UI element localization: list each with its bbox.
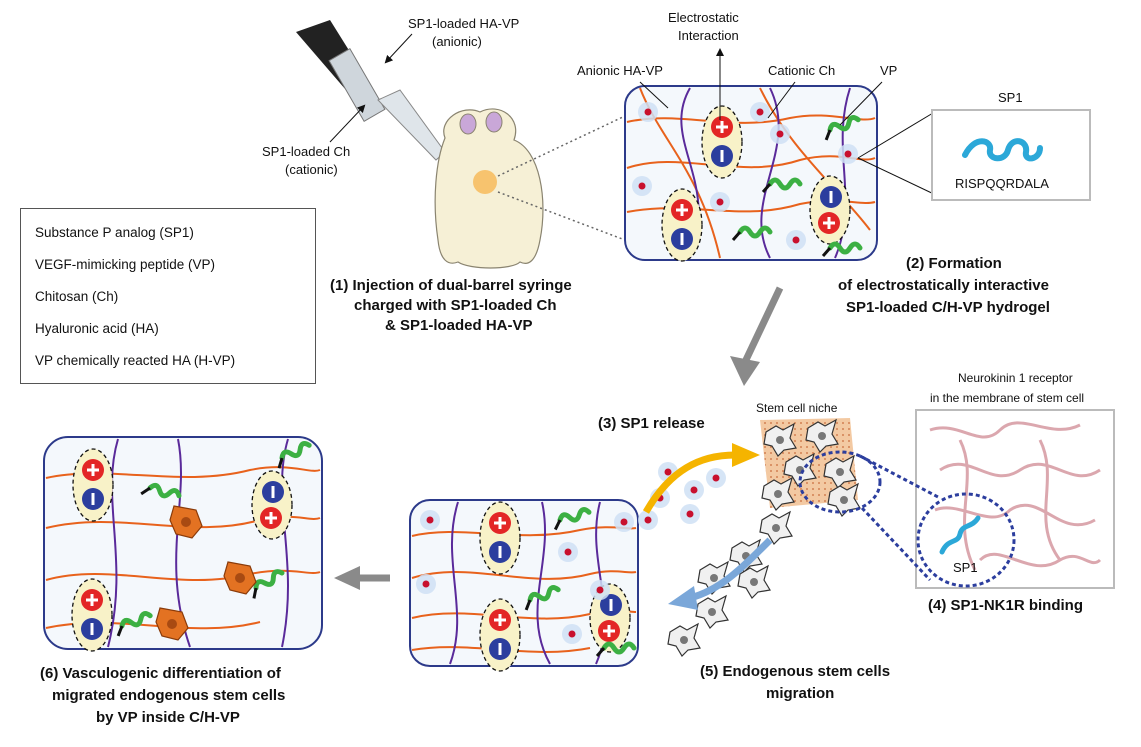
pointer-vp [839, 81, 883, 126]
pointer-cationic [767, 81, 796, 119]
zoom-connector-top [859, 454, 941, 500]
label-cationic: Cationic Ch [768, 63, 835, 78]
niche-label: Stem cell niche [756, 401, 838, 415]
legend-item-sp1: Substance P analog (SP1) [35, 225, 194, 240]
legend-box: Substance P analog (SP1) VEGF-mimicking … [20, 208, 316, 384]
stem-cell-niche [760, 418, 861, 517]
released-sp1-4 [706, 468, 726, 488]
pointer-anionic [639, 81, 669, 109]
legend-item-ha: Hyaluronic acid (HA) [35, 321, 159, 336]
migrating-cell-5 [695, 595, 729, 629]
syringe-ha-pointer [384, 33, 413, 64]
zoom-line-top [497, 115, 626, 177]
hydrogel-release [409, 499, 639, 673]
nk1r-receptor-box [915, 409, 1115, 589]
niche-zoom-ellipse [798, 450, 882, 514]
syringe-label-ha-2: (anionic) [432, 34, 482, 49]
legend-item-vp: VEGF-mimicking peptide (VP) [35, 257, 216, 272]
step4-label: (4) SP1-NK1R binding [928, 597, 1083, 614]
sp1-box-title: SP1 [998, 90, 1023, 105]
syringe-label-ch-2: (cationic) [285, 162, 338, 177]
pointer-sp1-top [857, 109, 939, 159]
step6-line3: by VP inside C/H-VP [96, 709, 240, 726]
receptor-sp1-label: SP1 [953, 560, 978, 575]
sp1-structure-box [931, 109, 1091, 201]
released-sp1-2 [684, 480, 704, 500]
hydrogel-differentiation [43, 436, 323, 653]
migrating-cell-1 [759, 511, 793, 545]
arrow-step2-to-3 [730, 286, 784, 386]
syringe-illustration [296, 20, 456, 179]
pointer-sp1-bottom [857, 157, 939, 197]
syringe-label-ha-1: SP1-loaded HA-VP [408, 16, 519, 31]
legend-item-hvp: VP chemically reacted HA (H-VP) [35, 353, 236, 368]
receptor-title-1: Neurokinin 1 receptor [958, 371, 1073, 385]
legend-item-chitosan: Chitosan (Ch) [35, 289, 119, 304]
step5-line1: (5) Endogenous stem cells [700, 663, 890, 680]
receptor-title-2: in the membrane of stem cell [930, 391, 1084, 405]
label-vp: VP [880, 63, 897, 78]
step5-line2: migration [766, 685, 834, 702]
arrow-step5-to-6 [334, 566, 390, 590]
arrow-release-to-niche [642, 443, 760, 514]
zoom-connector-bottom [860, 506, 932, 582]
mouse-illustration [434, 108, 544, 269]
migrating-cell-6 [667, 623, 701, 657]
step2-line2: of electrostatically interactive [838, 277, 1049, 294]
label-anionic: Anionic HA-VP [577, 63, 663, 78]
syringe-ch-pointer [329, 104, 366, 143]
syringe-label-ch-1: SP1-loaded Ch [262, 144, 350, 159]
step6-line1: (6) Vasculogenic differentiation of [40, 665, 282, 682]
hydrogel-top [624, 85, 878, 263]
step3-label: (3) SP1 release [598, 415, 705, 432]
step1-line3: & SP1-loaded HA-VP [385, 317, 533, 334]
label-electrostatic-1: Electrostatic [668, 10, 739, 25]
released-sp1-5 [680, 504, 700, 524]
step6-line2: migrated endogenous stem cells [52, 687, 285, 704]
step2-line1: (2) Formation [906, 255, 1002, 272]
sp1-sequence: RISPQQRDALA [955, 176, 1049, 191]
step2-line3: SP1-loaded C/H-VP hydrogel [846, 299, 1050, 316]
step1-line2: charged with SP1-loaded Ch [354, 297, 557, 314]
label-electrostatic-2: Interaction [678, 28, 739, 43]
step1-line1: (1) Injection of dual-barrel syringe [330, 277, 572, 294]
arrow-migration [668, 537, 773, 610]
